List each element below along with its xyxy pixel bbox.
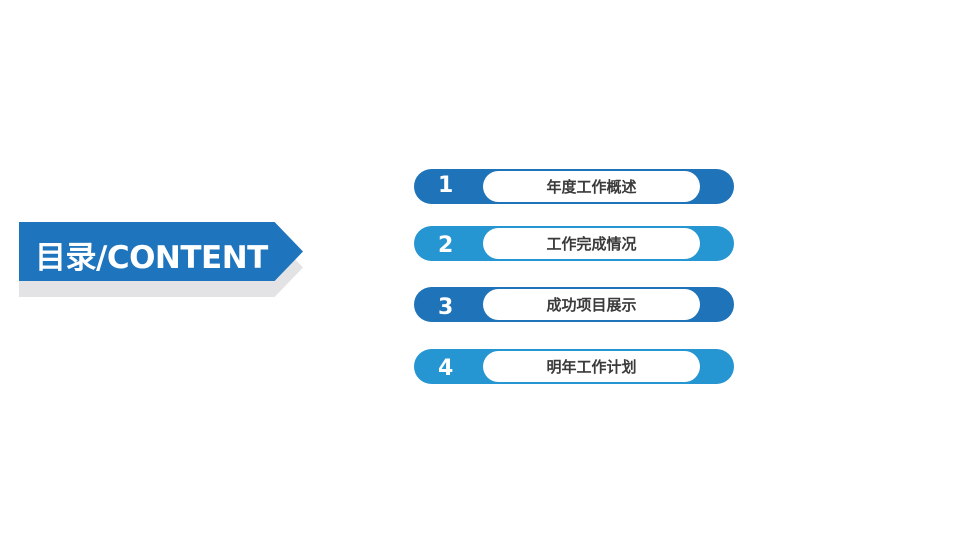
item-number: 2: [438, 233, 454, 258]
item-label: 年度工作概述: [483, 171, 700, 202]
toc-item-1[interactable]: 1 年度工作概述: [414, 169, 734, 204]
toc-item-4[interactable]: 4 明年工作计划: [414, 349, 734, 384]
item-number: 4: [438, 356, 454, 381]
toc-item-2[interactable]: 2 工作完成情况: [414, 226, 734, 261]
item-label: 工作完成情况: [483, 228, 700, 259]
title-text: 目录/CONTENT: [35, 240, 268, 276]
title-banner: 目录/CONTENT: [19, 222, 303, 281]
toc-item-3[interactable]: 3 成功项目展示: [414, 287, 734, 322]
item-label: 明年工作计划: [483, 351, 700, 382]
item-number: 3: [438, 295, 454, 320]
item-label: 成功项目展示: [483, 289, 700, 320]
item-number: 1: [438, 173, 454, 198]
